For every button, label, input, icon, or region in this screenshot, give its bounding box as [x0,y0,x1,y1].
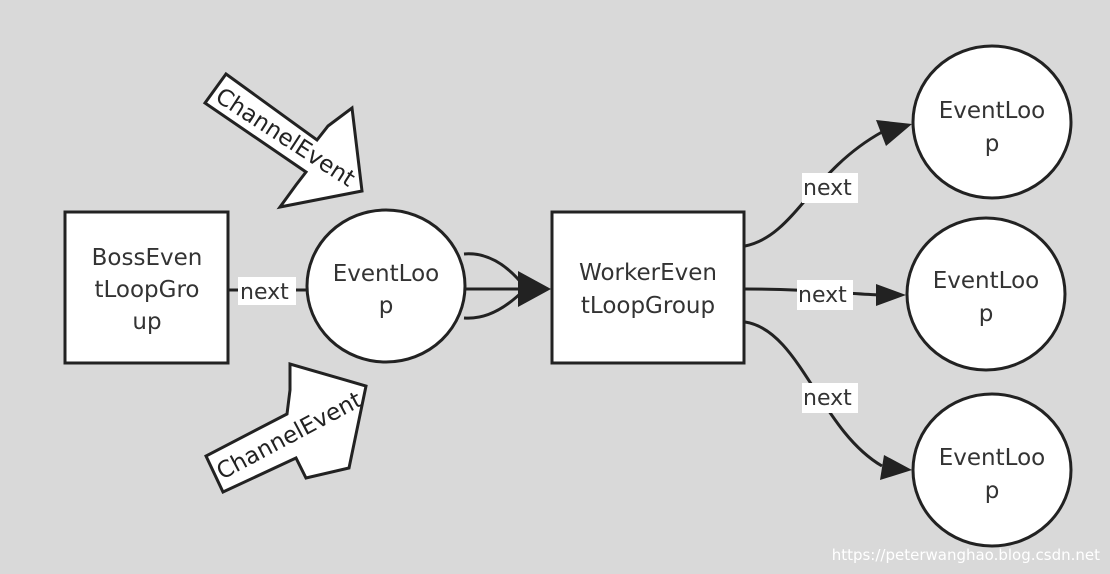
edge-loop-to-worker [463,252,551,320]
worker-event-loop-bottom-node: EventLoo p [911,392,1073,548]
boss-group-label-3: up [132,309,161,335]
worker-loop-top-label-2: p [985,131,1000,157]
edge-worker-next-mid: next [744,280,906,310]
boss-event-loop-node: EventLoo p [305,208,467,364]
worker-loop-mid-label-2: p [979,301,994,327]
worker-event-loop-mid-node: EventLoo p [905,216,1067,372]
worker-event-loop-group-node: WorkerEven tLoopGroup [550,210,746,365]
boss-loop-label-1: EventLoo [333,261,439,287]
edge-label-boss-next: next [240,280,289,305]
boss-group-label-2: tLoopGro [94,277,199,303]
edge-worker-next-bottom: next [744,320,912,480]
worker-group-label-1: WorkerEven [579,260,717,286]
edge-label-worker-next-bottom: next [803,386,852,411]
worker-loop-bottom-label-2: p [985,478,1000,504]
boss-group-label-1: BossEven [92,245,203,271]
boss-event-loop-group-node: BossEven tLoopGro up [63,210,230,365]
worker-group-label-2: tLoopGroup [581,293,715,319]
edge-label-worker-next-mid: next [798,283,847,308]
edge-worker-next-top: next [744,120,912,248]
worker-event-loop-top-node: EventLoo p [911,44,1073,200]
edge-boss-next: next [228,277,306,305]
worker-loop-bottom-label-1: EventLoo [939,445,1045,471]
edge-label-worker-next-top: next [803,176,852,201]
channel-event-arrow-bottom: ChannelEvent [204,362,368,494]
worker-loop-top-label-1: EventLoo [939,98,1045,124]
boss-loop-label-2: p [379,293,394,319]
channel-event-arrow-top: ChannelEvent [202,71,364,210]
worker-loop-mid-label-1: EventLoo [933,268,1039,294]
watermark: https://peterwanghao.blog.csdn.net [832,546,1100,564]
